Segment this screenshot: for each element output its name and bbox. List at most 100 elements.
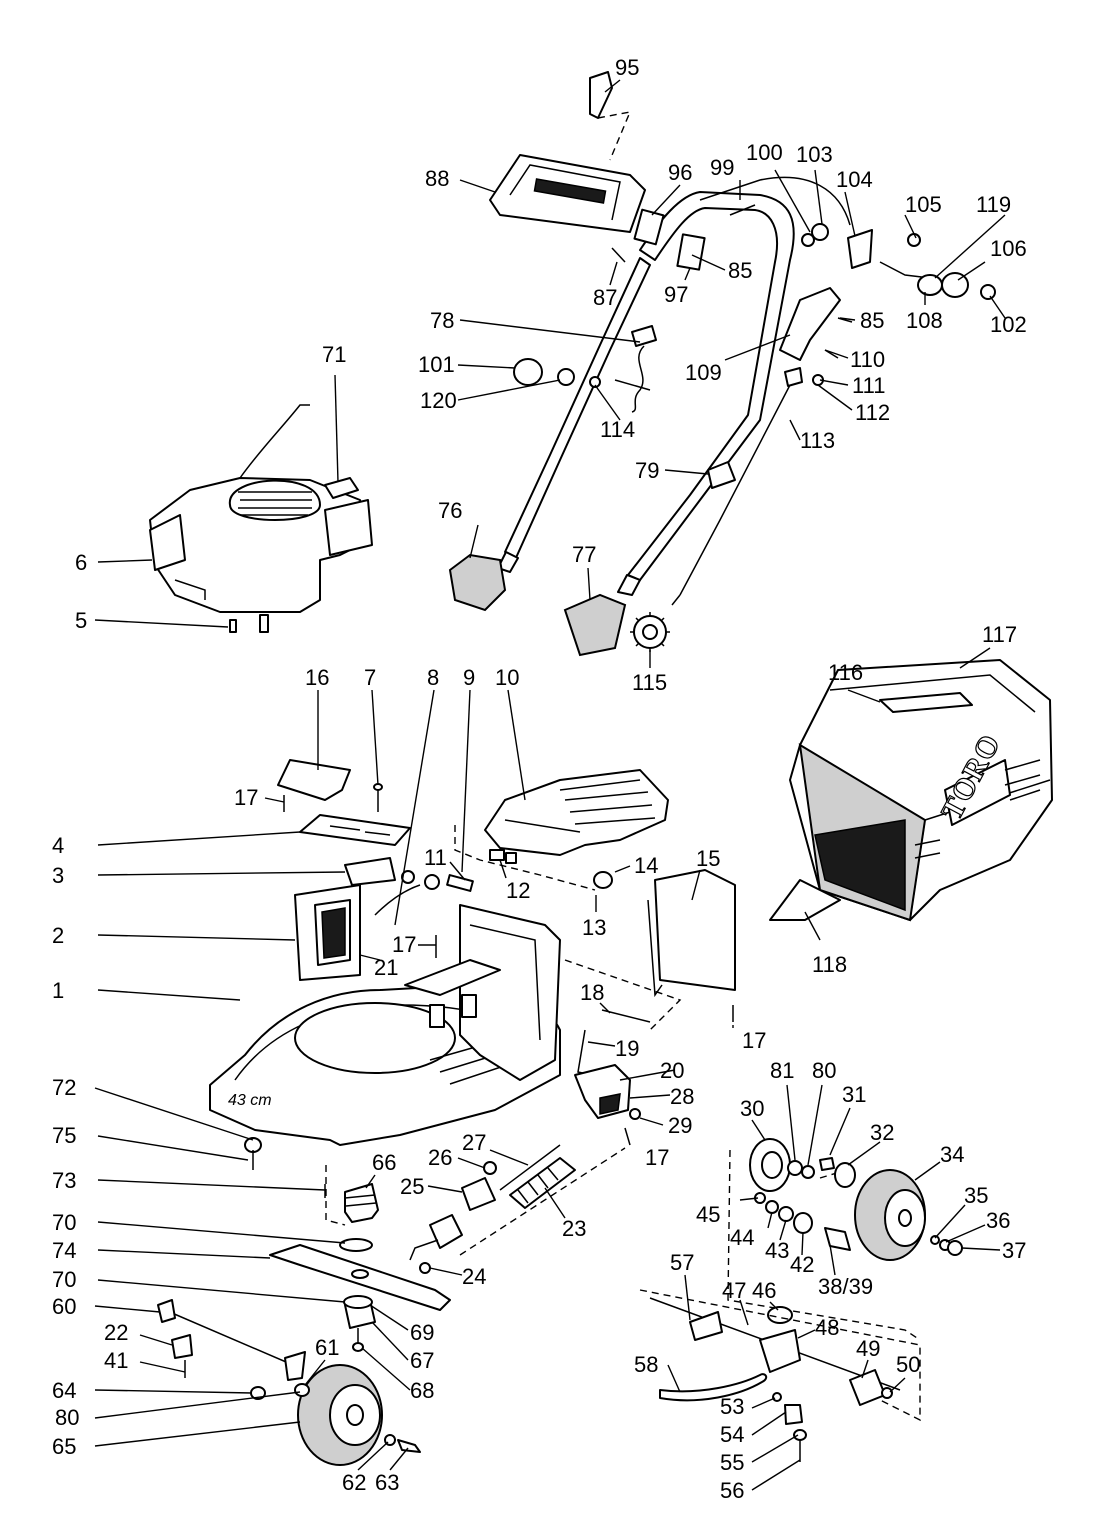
callout-7: 7: [364, 665, 376, 690]
callout-67: 67: [410, 1348, 434, 1373]
callout-17a: 17: [234, 785, 258, 810]
leader-lines: [94, 79, 1006, 1491]
rear-flap-part: [448, 553, 507, 612]
handle-washer: [557, 368, 575, 386]
callout-4: 4: [52, 833, 64, 858]
callout-95: 95: [615, 55, 639, 80]
drive-roller: [429, 1214, 463, 1249]
callout-78: 78: [430, 308, 454, 333]
callout-71: 71: [322, 342, 346, 367]
callout-75: 75: [52, 1123, 76, 1148]
blade-assembly: [244, 1137, 451, 1352]
callout-48: 48: [815, 1315, 839, 1340]
callout-74: 74: [52, 1238, 76, 1263]
drive-assembly: [157, 1144, 626, 1466]
starter-rope-handle: [631, 325, 657, 347]
callout-20: 20: [660, 1058, 684, 1083]
callout-1: 1: [52, 978, 64, 1003]
callout-3839: 38/39: [818, 1274, 873, 1299]
callout-79: 79: [635, 458, 659, 483]
callout-47: 47: [722, 1278, 746, 1303]
callout-36: 36: [986, 1208, 1010, 1233]
callout-70a: 70: [52, 1210, 76, 1235]
mulch-plug: [563, 593, 627, 657]
drive-belt: [659, 1373, 768, 1402]
callout-101: 101: [418, 352, 455, 377]
handle-clip: [633, 208, 665, 246]
callout-labels: 1 2 3 4 5 6 71 16 7 8 9 10 17 11 12 13 1…: [52, 55, 1027, 1503]
callout-9: 9: [463, 665, 475, 690]
callout-77: 77: [572, 542, 596, 567]
callout-19: 19: [615, 1036, 639, 1061]
fuel-cap: [324, 477, 359, 499]
callout-111: 111: [852, 373, 885, 398]
callout-17b: 17: [392, 932, 416, 957]
engine-assembly: [149, 404, 373, 633]
hinge-rod: [374, 884, 421, 916]
air-filter: [149, 514, 186, 571]
handle-assembly: [489, 71, 996, 606]
brake-lever: [847, 229, 873, 269]
callout-31: 31: [842, 1082, 866, 1107]
gearbox: [759, 1329, 801, 1373]
callout-13: 13: [582, 915, 606, 940]
callout-120: 120: [420, 388, 457, 413]
front-axle: [164, 1309, 301, 1369]
callout-113: 113: [800, 428, 835, 453]
drive-spring: [509, 1157, 576, 1209]
callout-50: 50: [896, 1352, 920, 1377]
catcher-deflector: [769, 879, 841, 921]
callout-27: 27: [462, 1130, 486, 1155]
callout-87: 87: [593, 285, 617, 310]
callout-85a: 85: [728, 258, 752, 283]
callout-16: 16: [305, 665, 329, 690]
callout-53: 53: [720, 1394, 744, 1419]
rear-cover: [484, 769, 669, 856]
axle-bracket: [171, 1334, 193, 1359]
callout-104: 104: [836, 167, 873, 192]
callout-112: 112: [855, 400, 890, 425]
callout-3: 3: [52, 863, 64, 888]
callout-116: 116: [828, 660, 863, 685]
callout-22: 22: [104, 1320, 128, 1345]
callout-69: 69: [410, 1320, 434, 1345]
callout-32: 32: [870, 1120, 894, 1145]
callout-41: 41: [104, 1348, 128, 1373]
cable-guide: [779, 287, 841, 361]
rear-guard-plate: [654, 869, 736, 991]
callout-68: 68: [410, 1378, 434, 1403]
callout-118: 118: [812, 952, 847, 977]
callout-80a: 80: [55, 1405, 79, 1430]
callout-26: 26: [428, 1145, 452, 1170]
operator-bail: [699, 176, 851, 226]
callout-108: 108: [906, 308, 943, 333]
deflector-plate: [277, 759, 351, 801]
callout-37: 37: [1002, 1238, 1026, 1263]
callout-80b: 80: [812, 1058, 836, 1083]
callout-100: 100: [746, 140, 783, 165]
callout-81: 81: [770, 1058, 794, 1083]
callout-17d: 17: [645, 1145, 669, 1170]
callout-17c: 17: [742, 1028, 766, 1053]
callout-65: 65: [52, 1434, 76, 1459]
blade-washer-upper: [339, 1238, 373, 1252]
callout-73: 73: [52, 1168, 76, 1193]
handle-knob: [513, 358, 543, 386]
callout-18: 18: [580, 980, 604, 1005]
callout-110: 110: [850, 347, 885, 372]
callout-56: 56: [720, 1478, 744, 1503]
callout-29: 29: [668, 1113, 692, 1138]
callout-117: 117: [982, 622, 1017, 647]
callout-60: 60: [52, 1294, 76, 1319]
callout-23: 23: [562, 1216, 586, 1241]
callout-103: 103: [796, 142, 833, 167]
callout-10: 10: [495, 665, 519, 690]
callout-70b: 70: [52, 1267, 76, 1292]
callout-119: 119: [976, 192, 1011, 217]
callout-12: 12: [506, 878, 530, 903]
callout-11: 11: [424, 845, 447, 870]
blade-adapter: [344, 1183, 379, 1223]
callout-43: 43: [765, 1238, 789, 1263]
callout-25: 25: [400, 1174, 424, 1199]
